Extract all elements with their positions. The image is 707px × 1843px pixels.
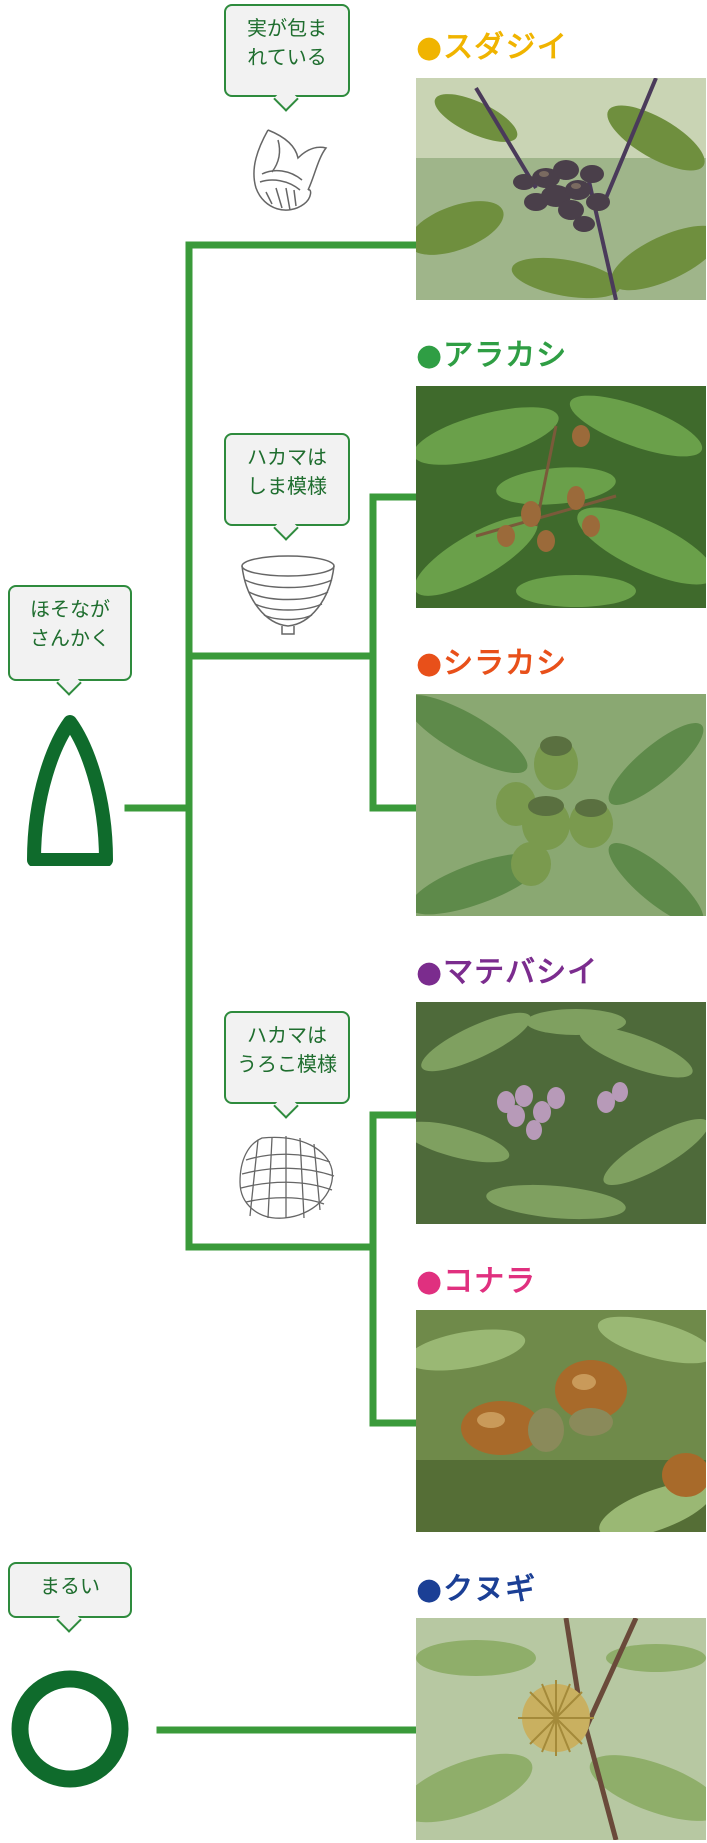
- striped-cup-label: ハカマは しま模様: [224, 433, 350, 526]
- striped-cup-sketch-icon: [241, 555, 335, 635]
- round-acorn-icon: [11, 1670, 129, 1788]
- species-label-sudajii: ●スダジイ: [416, 30, 568, 65]
- kunugi-photo: [416, 1618, 706, 1840]
- species-label-konara: ●コナラ: [416, 1264, 537, 1299]
- wrapped-cup-sketch-icon: [253, 129, 328, 211]
- species-label-matebashii: ●マテバシイ: [416, 955, 599, 990]
- wrapped-cup-label: 実が包ま れている: [224, 4, 350, 97]
- shirakashi-photo: [416, 694, 706, 916]
- slender-shape-label: ほそなが さんかく: [8, 585, 132, 681]
- arakashi-photo: [416, 386, 706, 608]
- sudajii-photo: [416, 78, 706, 300]
- slender-triangle-acorn-icon: [27, 715, 113, 866]
- konara-photo: [416, 1310, 706, 1532]
- species-label-kunugi: ●クヌギ: [416, 1572, 537, 1607]
- scaly-cup-sketch-icon: [239, 1136, 335, 1219]
- round-shape-label: まるい: [8, 1562, 132, 1618]
- species-label-arakashi: ●アラカシ: [416, 338, 568, 373]
- scaly-cup-label: ハカマは うろこ模様: [224, 1011, 350, 1104]
- species-label-shirakashi: ●シラカシ: [416, 646, 568, 681]
- matebashii-photo: [416, 1002, 706, 1224]
